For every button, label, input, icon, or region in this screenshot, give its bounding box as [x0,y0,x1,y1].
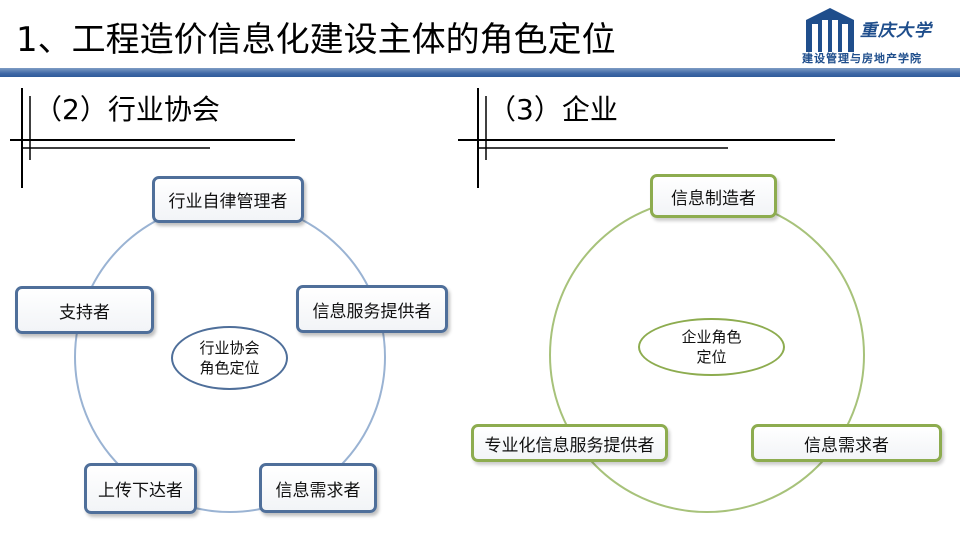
association-node-relay: 上传下达者 [84,463,197,514]
association-center-line2: 角色定位 [199,359,260,377]
enterprise-center-ellipse: 企业角色 定位 [638,318,785,376]
enterprise-center-line1: 企业角色 [681,328,742,346]
association-heading: （2）行业协会 [34,93,220,126]
logo-college-name: 建设管理与房地产学院 [802,52,922,65]
logo-school-name: 重庆大学 [860,21,932,41]
university-logo: 重庆大学 建设管理与房地产学院 [800,4,950,66]
enterprise-node-specialized-provider: 专业化信息服务提供者 [471,424,668,462]
association-node-self-regulator: 行业自律管理者 [152,176,304,223]
enterprise-node-info-producer: 信息制造者 [650,174,777,218]
header-bar [0,68,960,77]
association-center-ellipse: 行业协会 角色定位 [171,326,288,390]
enterprise-center-line2: 定位 [696,348,727,366]
enterprise-node-info-demander: 信息需求者 [751,424,942,462]
page-title: 1、工程造价信息化建设主体的角色定位 [16,20,616,60]
association-center-line1: 行业协会 [199,339,260,357]
association-node-supporter: 支持者 [15,286,154,334]
enterprise-heading: （3）企业 [488,93,618,126]
association-node-info-provider: 信息服务提供者 [296,285,448,333]
association-node-info-demander: 信息需求者 [259,463,377,513]
building-icon [802,6,858,54]
